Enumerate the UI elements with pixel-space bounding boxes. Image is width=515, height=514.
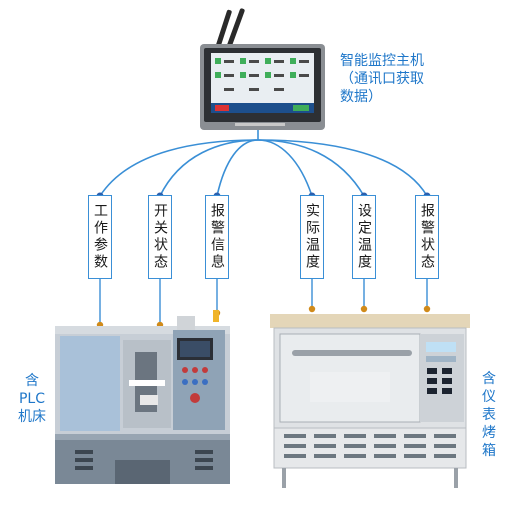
hub-label: 智能监控主机（通讯口获取数据） <box>340 53 424 105</box>
machine-right-label: 含仪表烤箱 <box>482 371 496 459</box>
arc-right-3 <box>257 139 428 197</box>
arc-right-1 <box>257 139 313 197</box>
signal-label: 报警信息 <box>209 203 225 271</box>
arc-left-3 <box>216 139 259 197</box>
signal-label: 报警状态 <box>419 203 435 271</box>
monitor-host-device <box>200 8 325 130</box>
signal-label: 实际温度 <box>304 203 320 271</box>
signal-label: 设定温度 <box>356 203 372 271</box>
signal-box-work-params: 工作参数 <box>88 195 112 279</box>
signal-label: 工作参数 <box>92 203 108 271</box>
signal-box-actual-temp: 实际温度 <box>300 195 324 279</box>
signal-box-alarm-info: 报警信息 <box>205 195 229 279</box>
arc-left-2 <box>159 139 259 197</box>
signal-box-alarm-status: 报警状态 <box>415 195 439 279</box>
instrument-oven-image <box>270 314 470 488</box>
machine-left-label: 含PLC机床 <box>18 373 46 425</box>
signal-box-set-temp: 设定温度 <box>352 195 376 279</box>
signal-label: 开关状态 <box>152 203 168 271</box>
plc-machine-tool-image <box>55 310 230 484</box>
signal-box-switch-status: 开关状态 <box>148 195 172 279</box>
arc-left-1 <box>99 139 259 197</box>
